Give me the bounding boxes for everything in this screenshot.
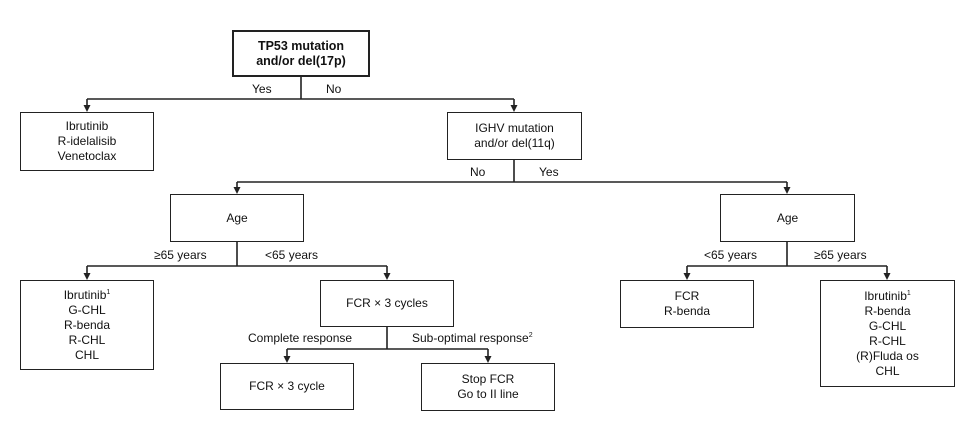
node-right-older-line-3: G-CHL — [868, 318, 907, 333]
arrowhead-6 — [283, 356, 291, 363]
node-left-treat-line-2: R-idelalisib — [57, 134, 117, 148]
edge-label-yes: Yes — [252, 82, 272, 96]
arrowhead-7 — [484, 356, 492, 363]
arrowhead-0 — [83, 105, 91, 112]
edge-label-no: No — [326, 82, 342, 96]
edge-label-lt65-left: <65 years — [265, 248, 319, 262]
node-tp53-line-1: TP53 mutation — [257, 38, 345, 53]
arrowhead-1 — [510, 105, 518, 112]
node-tp53-line-2: and/or del(17p) — [256, 53, 346, 68]
node-fcr-3-cycle: FCR × 3 cycle — [220, 363, 354, 410]
node-ighv-line-2: and/or del(11q) — [474, 136, 555, 150]
node-stop-fcr-line-1: Stop FCR — [461, 372, 515, 386]
node-left-treat-line-3: Venetoclax — [57, 149, 117, 163]
node-right-older-treatments: Ibrutinib1 R-benda G-CHL R-CHL (R)Fluda … — [820, 280, 955, 387]
node-age-left-label: Age — [226, 210, 248, 225]
node-fcr-rbenda: FCR R-benda — [620, 280, 754, 328]
node-older-line-2: G-CHL — [68, 302, 106, 317]
node-left-treat-line-1: Ibrutinib — [65, 119, 109, 133]
arrowhead-2 — [233, 187, 241, 194]
node-fcr-rbenda-line-1: FCR — [674, 289, 700, 303]
node-older-treatments: Ibrutinib1 G-CHL R-benda R-CHL CHL — [20, 280, 154, 370]
node-ighv: IGHV mutation and/or del(11q) — [447, 112, 582, 160]
node-stop-fcr-line-2: Go to II line — [457, 387, 519, 401]
edge-label-suboptimal-response: Sub-optimal response2 — [412, 331, 533, 345]
node-ighv-line-1: IGHV mutation — [475, 121, 554, 135]
node-fcr-cycle-label: FCR × 3 cycle — [249, 379, 325, 393]
node-older-line-5: CHL — [74, 347, 99, 362]
arrowhead-4 — [83, 273, 91, 280]
node-older-line-4: R-CHL — [68, 332, 106, 347]
node-tp53: TP53 mutation and/or del(17p) — [232, 30, 370, 77]
node-ibrutinib-idelalisib-venetoclax: Ibrutinib R-idelalisib Venetoclax — [20, 112, 154, 171]
footnote-1-marker: 1 — [106, 288, 111, 296]
edge-label-complete-response: Complete response — [248, 331, 353, 345]
arrowhead-8 — [683, 273, 691, 280]
edge-label-yes-ighv: Yes — [539, 165, 559, 179]
node-age-left: Age — [170, 194, 304, 242]
node-right-older-line-6: CHL — [875, 363, 900, 378]
edge-label-lt65-right: <65 years — [704, 248, 758, 262]
node-older-line-3: R-benda — [63, 317, 111, 332]
node-right-older-ibrutinib: Ibrutinib — [864, 288, 907, 303]
node-older-line-1: Ibrutinib1 — [64, 288, 111, 303]
node-age-right-label: Age — [776, 210, 799, 225]
node-right-older-line-5: (R)Fluda os — [856, 348, 919, 363]
arrowhead-5 — [383, 273, 391, 280]
node-age-right: Age — [720, 194, 855, 242]
edge-label-no-ighv: No — [470, 165, 486, 179]
node-fcr-3-cycles: FCR × 3 cycles — [320, 280, 454, 327]
node-older-ibrutinib: Ibrutinib — [63, 287, 107, 302]
node-right-older-line-2: R-benda — [864, 303, 911, 318]
footnote-1-marker-right: 1 — [906, 289, 911, 297]
edge-label-ge65-right: ≥65 years — [814, 248, 867, 262]
node-fcr-rbenda-line-2: R-benda — [663, 304, 711, 318]
node-fcr3-label: FCR × 3 cycles — [346, 296, 428, 310]
suboptimal-text: Sub-optimal response — [412, 331, 529, 345]
node-right-older-line-4: R-CHL — [869, 333, 906, 348]
edge-label-ge65-left: ≥65 years — [154, 248, 207, 262]
arrowhead-3 — [783, 187, 791, 194]
footnote-2-marker: 2 — [528, 332, 533, 339]
node-right-older-line-1: Ibrutinib1 — [864, 289, 911, 304]
node-stop-fcr: Stop FCR Go to II line — [421, 363, 555, 411]
arrowhead-9 — [883, 273, 891, 280]
